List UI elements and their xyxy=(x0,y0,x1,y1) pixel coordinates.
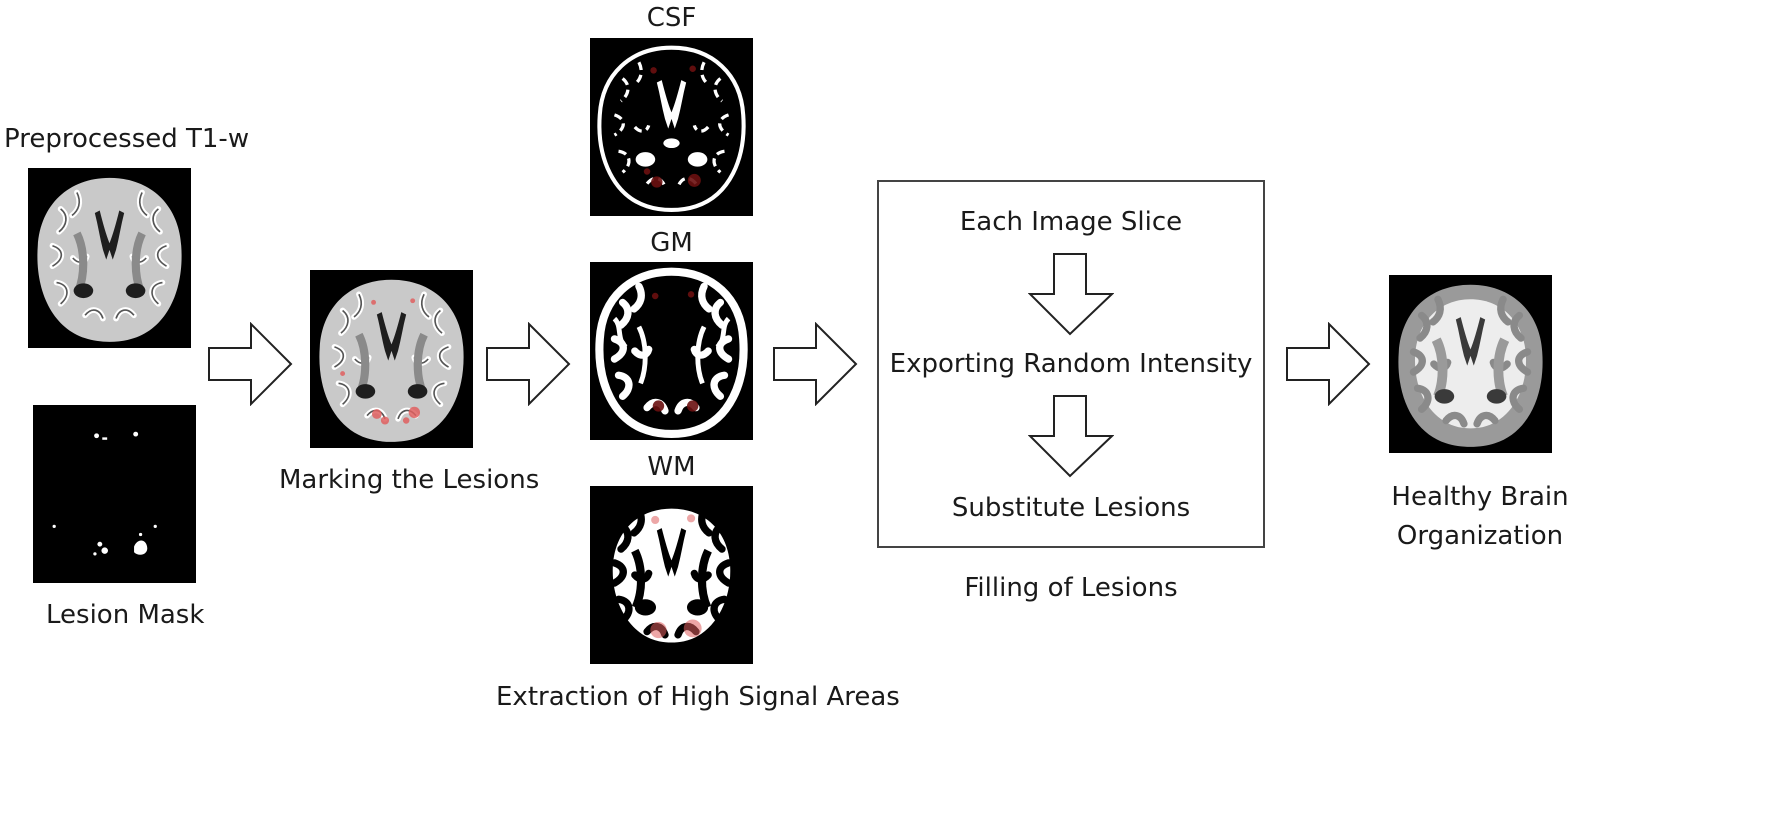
healthy-brain-image xyxy=(1389,275,1552,453)
filling-caption: Filling of Lesions xyxy=(964,573,1178,603)
flow-arrow-2-icon xyxy=(486,322,571,406)
flow-arrow-3-icon xyxy=(773,322,858,406)
gm-title: GM xyxy=(650,228,693,258)
extraction-caption: Extraction of High Signal Areas xyxy=(496,682,900,712)
filling-step-1: Each Image Slice xyxy=(959,207,1183,237)
marking-caption: Marking the Lesions xyxy=(279,465,540,495)
csf-image xyxy=(590,38,753,216)
t1-title: Preprocessed T1-w xyxy=(4,124,250,154)
down-arrow-1-icon xyxy=(1028,253,1114,336)
marked-lesions-image xyxy=(310,270,473,448)
flow-arrow-1-icon xyxy=(208,322,293,406)
t1-brain-image xyxy=(28,168,191,348)
wm-title: WM xyxy=(647,452,696,482)
filling-step-2: Exporting Random Intensity xyxy=(889,349,1253,379)
flow-arrow-4-icon xyxy=(1286,322,1371,406)
csf-title: CSF xyxy=(646,3,697,33)
wm-image xyxy=(590,486,753,664)
gm-image xyxy=(590,262,753,440)
output-caption-line-2: Organization xyxy=(1396,521,1564,551)
output-caption-line-1: Healthy Brain xyxy=(1391,482,1569,512)
lesion-mask-image xyxy=(33,405,196,583)
filling-process-box xyxy=(877,180,1265,548)
lesion-mask-title: Lesion Mask xyxy=(46,600,205,630)
filling-step-3: Substitute Lesions xyxy=(951,493,1191,523)
down-arrow-2-icon xyxy=(1028,395,1114,478)
